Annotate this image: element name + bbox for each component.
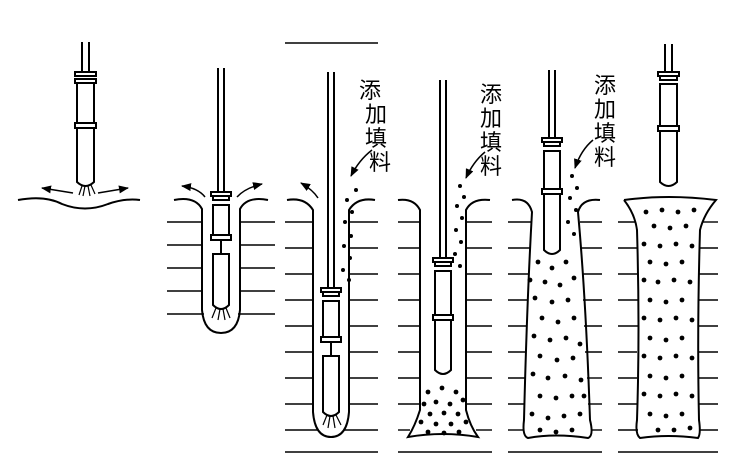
label-char: 添 bbox=[594, 74, 616, 99]
label-char: 加 bbox=[480, 107, 502, 132]
stage-4-fill-particles bbox=[418, 184, 469, 436]
stage-6-vibrator bbox=[659, 130, 678, 187]
stage-3-motor bbox=[322, 300, 340, 338]
stage-3-fill-particles bbox=[341, 188, 358, 282]
label-char: 添 bbox=[480, 83, 502, 108]
stage-5-vibrator bbox=[543, 193, 561, 255]
label-char: 加 bbox=[365, 103, 387, 128]
stage-5-compacting bbox=[508, 70, 602, 453]
stage-6-column bbox=[623, 196, 718, 440]
stage-3-full-depth bbox=[285, 42, 378, 453]
stage-1-vibrator bbox=[76, 127, 95, 187]
stage-2-sinking bbox=[167, 68, 275, 335]
stage-1-ground bbox=[17, 197, 141, 210]
label-add-fill-stage-3: 添 加 填 料 bbox=[359, 79, 391, 176]
stage-6-motor bbox=[659, 83, 678, 127]
label-char: 填 bbox=[365, 127, 387, 152]
stage-2-vibrator bbox=[212, 253, 230, 310]
stage-4-withdrawing bbox=[397, 80, 492, 453]
label-char: 料 bbox=[369, 151, 391, 176]
stage-2-motor bbox=[212, 204, 230, 236]
stage-3-hole bbox=[286, 198, 376, 439]
label-char: 料 bbox=[480, 155, 502, 180]
stage-4-motor bbox=[434, 270, 452, 316]
label-char: 料 bbox=[594, 146, 616, 171]
label-char: 加 bbox=[594, 98, 616, 123]
label-char: 填 bbox=[594, 122, 616, 147]
stage-6-completed bbox=[618, 44, 718, 453]
stage-4-vibrator bbox=[434, 319, 452, 375]
stage-5-fill-particles bbox=[527, 174, 587, 435]
stage-3-vibrator bbox=[322, 355, 340, 417]
stage-6-fill-particles bbox=[641, 207, 697, 433]
label-char: 添 bbox=[359, 79, 381, 104]
stage-5-motor bbox=[543, 150, 561, 190]
label-add-fill-stage-4: 添 加 填 料 bbox=[480, 83, 502, 180]
stage-1-jetting bbox=[17, 42, 141, 210]
stage-2-hole bbox=[173, 198, 269, 335]
label-char: 填 bbox=[480, 131, 502, 156]
label-add-fill-stage-5: 添 加 填 料 bbox=[594, 74, 616, 171]
stage-1-motor bbox=[76, 82, 95, 124]
